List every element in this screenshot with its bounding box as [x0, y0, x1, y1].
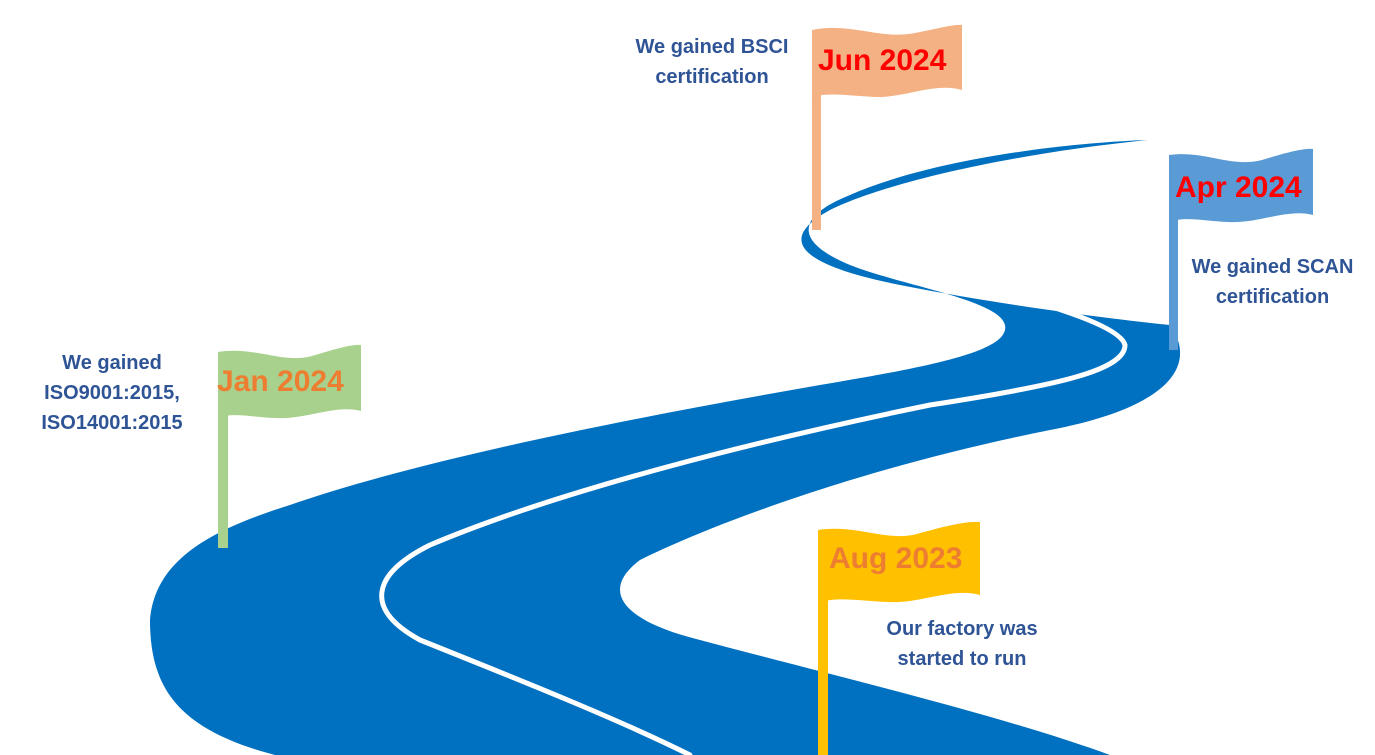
description-line: ISO9001:2015,: [44, 382, 180, 404]
description-line: certification: [655, 66, 769, 88]
flag-date-jan-2024: Jan 2024: [217, 365, 344, 398]
flag-pole: [1169, 155, 1178, 350]
description-line: We gained BSCI: [635, 36, 789, 58]
description-line: We gained SCAN: [1191, 256, 1354, 278]
road: [150, 140, 1181, 755]
milestone-description-apr-2024: We gained SCAN certification: [1170, 252, 1375, 312]
flag-pole: [812, 30, 821, 230]
description-line: Our factory was: [886, 618, 1038, 640]
flag-banner: [1169, 148, 1313, 223]
milestone-description-aug-2023: Our factory was started to run: [862, 614, 1062, 674]
flag-banner: [812, 24, 962, 98]
flag-date-aug-2023: Aug 2023: [829, 542, 963, 575]
flag-pole: [218, 352, 228, 548]
flag-date-apr-2024: Apr 2024: [1175, 171, 1302, 204]
description-line: We gained: [62, 352, 162, 374]
flag-banner: [818, 521, 980, 603]
road-centre-line: [379, 141, 1151, 755]
milestone-description-jan-2024: We gained ISO9001:2015, ISO14001:2015: [22, 348, 202, 438]
description-line: ISO14001:2015: [41, 412, 183, 434]
flag-pole: [818, 530, 828, 755]
description-line: certification: [1215, 286, 1330, 308]
flag-banner: [218, 344, 361, 419]
flag-date-jun-2024: Jun 2024: [818, 44, 947, 77]
milestone-description-jun-2024: We gained BSCI certification: [612, 32, 812, 92]
description-line: started to run: [897, 648, 1027, 670]
